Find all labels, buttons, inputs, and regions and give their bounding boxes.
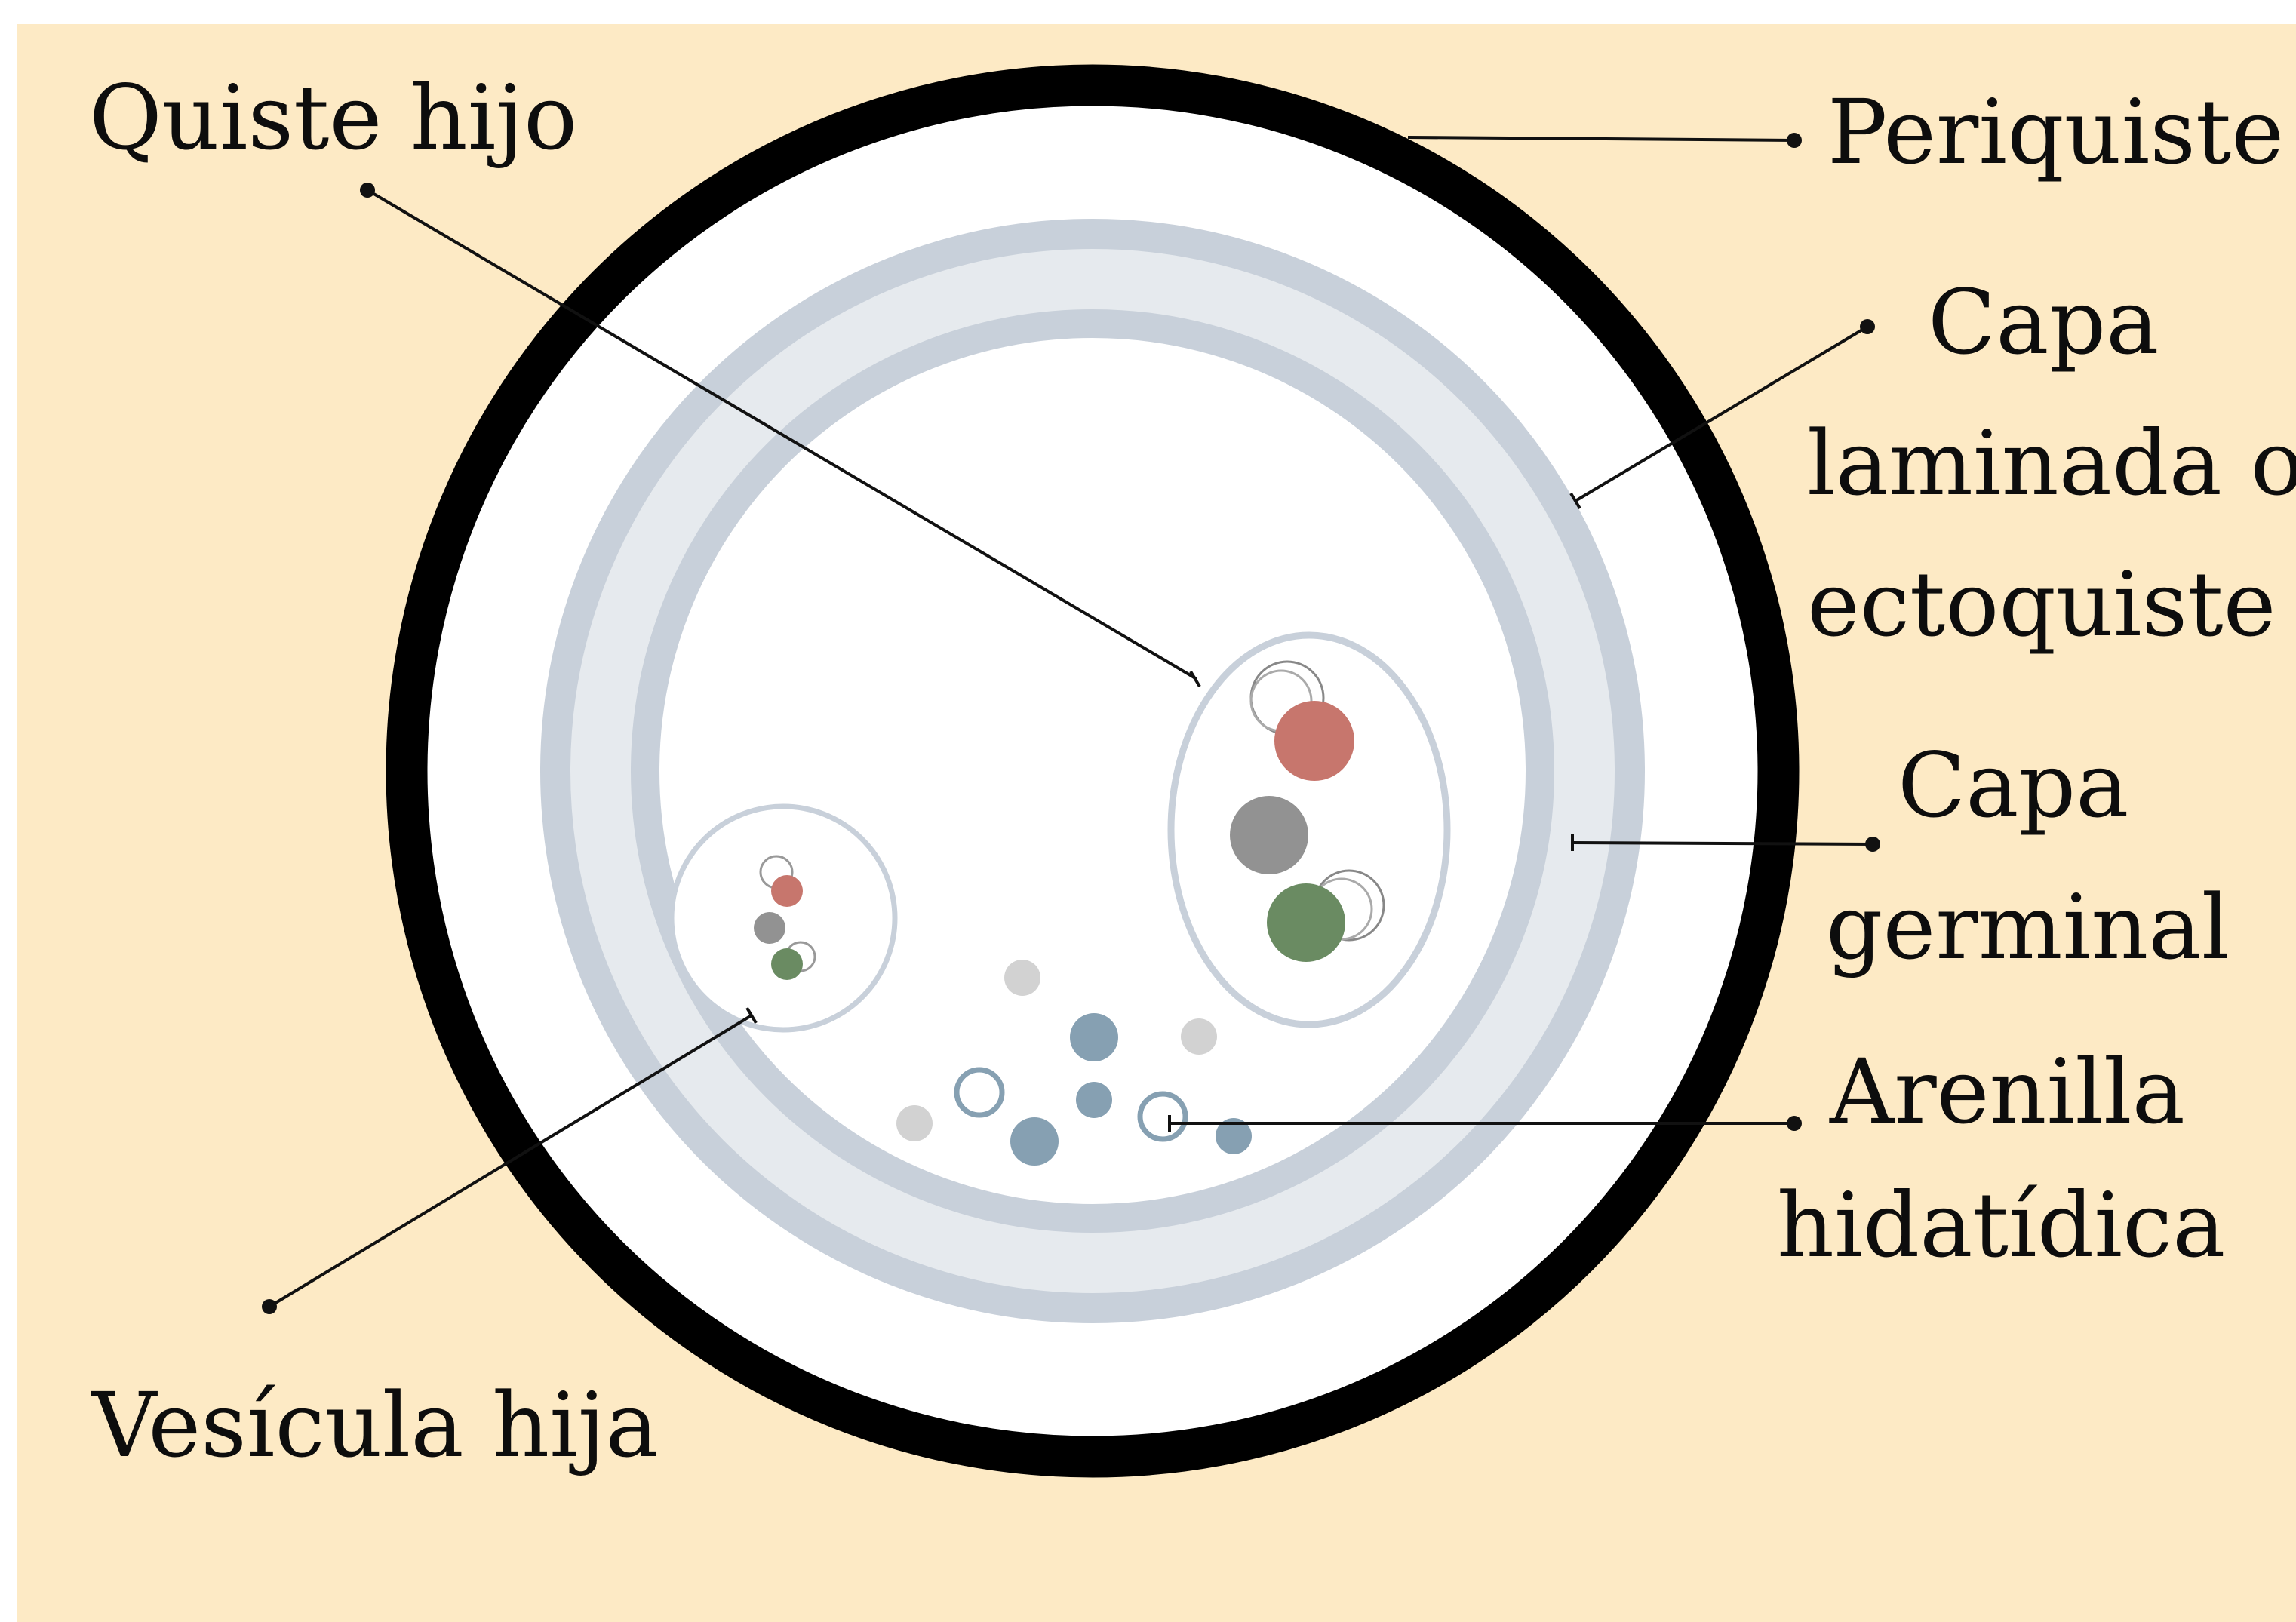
vesicula-hija-wall	[672, 806, 895, 1030]
protoscolex-green	[1267, 883, 1345, 962]
sand-grain	[896, 1105, 933, 1141]
protoscolex-pink	[1274, 701, 1354, 781]
vesicle-pink	[771, 875, 803, 907]
label-capa-laminada-line1: Capa	[1928, 270, 2159, 374]
label-quiste-hijo: Quiste hijo	[89, 66, 577, 170]
sand-grain	[1076, 1082, 1112, 1118]
label-capa-germinal-line2: germinal	[1826, 875, 2230, 979]
vesicle-grey	[754, 912, 785, 944]
quiste-hijo	[1171, 635, 1447, 1025]
sand-grain	[1070, 1013, 1118, 1061]
label-capa-germinal-line1: Capa	[1898, 733, 2129, 837]
label-capa-laminada-line2: laminada o	[1807, 411, 2296, 515]
quiste-hijo-wall	[1171, 635, 1447, 1025]
vesicula-hija	[672, 806, 895, 1030]
label-capa-laminada-line3: ectoquiste	[1807, 552, 2276, 656]
sand-grain	[1004, 960, 1040, 996]
sand-grain	[1181, 1018, 1217, 1055]
label-arenilla-line1: Arenilla	[1829, 1040, 2185, 1144]
label-periquiste: Periquiste	[1827, 80, 2284, 184]
sand-grain	[1010, 1117, 1059, 1166]
label-vesicula-hija: Vesícula hija	[91, 1373, 659, 1477]
protoscolex-grey	[1230, 796, 1308, 874]
label-arenilla-line2: hidatídica	[1777, 1173, 2226, 1277]
vesicle-green	[771, 948, 803, 980]
